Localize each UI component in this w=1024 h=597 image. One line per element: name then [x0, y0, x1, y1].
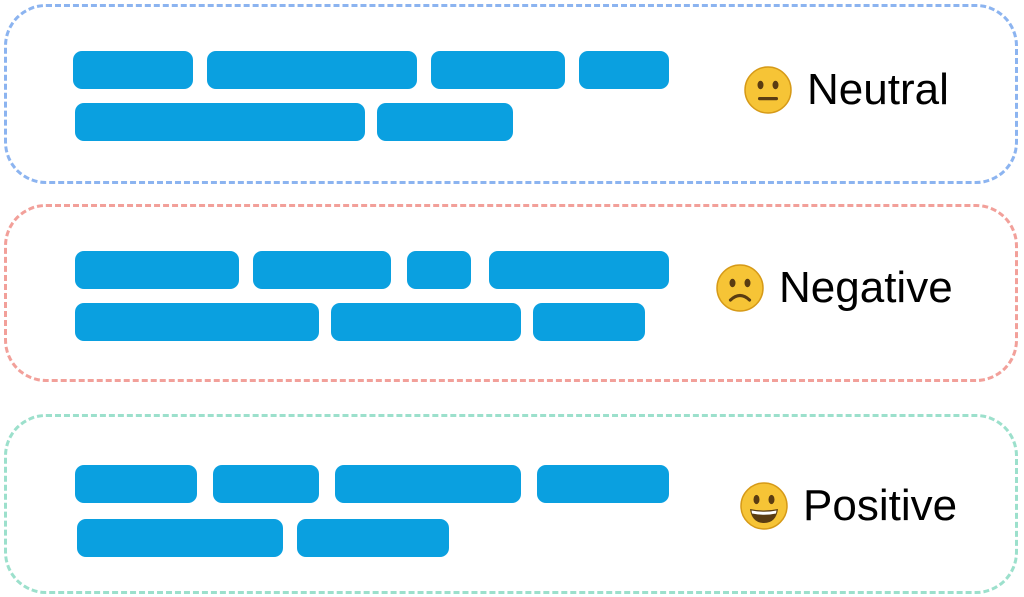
text-token-bar [533, 303, 645, 341]
text-token-bar [537, 465, 669, 503]
sentiment-label: Positive [739, 481, 957, 531]
text-token-bar [75, 103, 365, 141]
sentiment-label-text: Negative [779, 263, 953, 312]
text-token-bar [253, 251, 391, 289]
text-token-bar [431, 51, 565, 89]
positive-panel: Positive [4, 414, 1018, 594]
grinning-face-icon [740, 482, 788, 530]
sentiment-label: Negative [715, 263, 953, 313]
text-token-bar [75, 465, 197, 503]
text-token-bar [75, 251, 239, 289]
frowning-face-icon [716, 264, 764, 312]
sentiment-label: Neutral [743, 65, 949, 115]
text-token-bar [489, 251, 669, 289]
text-token-bar [77, 519, 283, 557]
text-token-bar [75, 303, 319, 341]
neutral-face-icon [744, 66, 792, 114]
text-token-bar [213, 465, 319, 503]
sentiment-label-text: Neutral [807, 65, 949, 114]
text-token-bar [335, 465, 521, 503]
neutral-panel: Neutral [4, 4, 1018, 184]
sentiment-label-text: Positive [803, 481, 958, 530]
negative-panel: Negative [4, 204, 1018, 382]
text-token-bar [377, 103, 513, 141]
text-token-bar [331, 303, 521, 341]
text-token-bar [297, 519, 449, 557]
text-token-bar [407, 251, 471, 289]
text-token-bar [73, 51, 193, 89]
text-token-bar [207, 51, 417, 89]
text-token-bar [579, 51, 669, 89]
